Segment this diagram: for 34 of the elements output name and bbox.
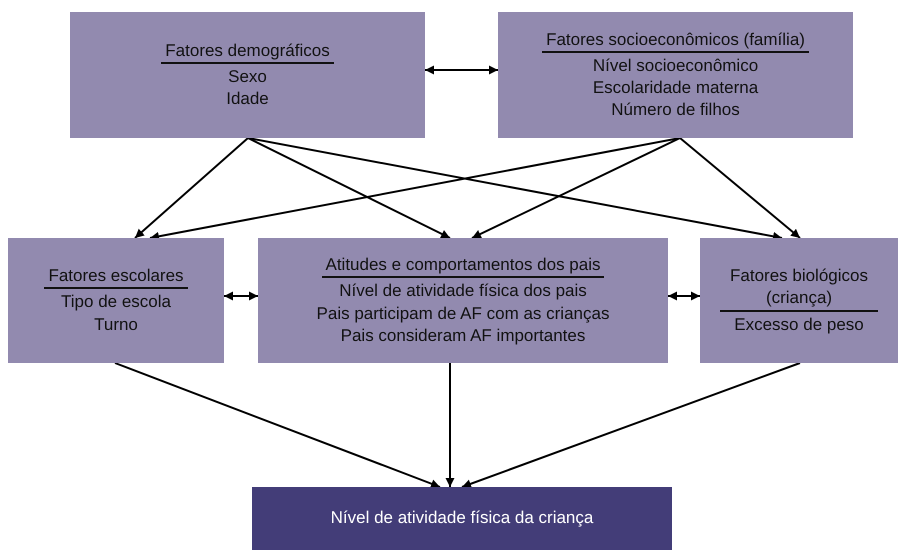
arrow [114,362,440,488]
arrow [446,363,454,487]
factor-box [498,12,853,138]
factor-item: Pais consideram AF importantes [340,324,586,347]
factor-box [70,12,425,138]
box-heading: Fatores biológicos (criança) [720,265,878,312]
box-heading: Fatores socioeconômicos (família) [542,28,809,53]
arrow [668,292,700,300]
factor-item: Nível socioeconômico [592,54,758,77]
arrow [679,137,801,239]
arrow [248,137,782,241]
arrow [224,292,258,300]
factor-item: Número de filhos [611,99,740,122]
factor-item: Escolaridade materna [592,77,758,99]
box-heading: Fatores escolares [44,265,188,290]
factor-item: Turno [94,314,138,336]
factor-item: Excesso de peso [734,314,864,336]
factor-box [258,238,668,363]
factor-box [700,238,898,363]
factor-item: Idade [226,88,269,110]
factor-box [8,238,224,363]
box-heading: Fatores demográficos [161,40,334,64]
box-label: Nível de atividade física da criança [330,507,594,530]
arrow [425,66,498,74]
factor-item: Nível de atividade física dos pais [339,280,587,302]
box-heading: Atitudes e comportamentos dos pais [322,254,604,278]
factor-item: Sexo [228,66,267,88]
factor-item: Pais participam de AF com as crianças [316,302,610,325]
factor-item: Tipo de escola [61,291,171,314]
arrow [134,137,249,239]
arrow [462,362,800,488]
arrow [248,137,450,239]
arrow [472,137,680,239]
outcome-box [252,487,672,550]
